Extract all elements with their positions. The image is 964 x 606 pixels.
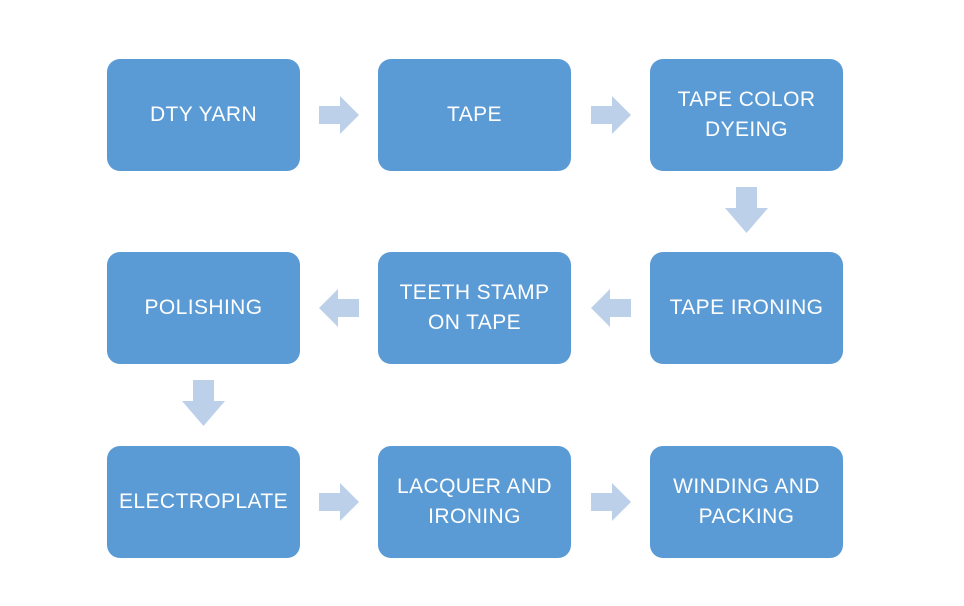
arrow-down-icon bbox=[725, 187, 768, 233]
node-lacquer-and-ironing: LACQUER AND IRONING bbox=[378, 446, 571, 558]
node-dty-yarn: DTY YARN bbox=[107, 59, 300, 171]
node-tape-ironing: TAPE IRONING bbox=[650, 252, 843, 364]
node-polishing: POLISHING bbox=[107, 252, 300, 364]
arrow-left-icon bbox=[319, 289, 359, 327]
node-electroplate: ELECTROPLATE bbox=[107, 446, 300, 558]
arrow-left-icon bbox=[591, 289, 631, 327]
node-tape: TAPE bbox=[378, 59, 571, 171]
arrow-down-icon bbox=[182, 380, 225, 426]
arrow-right-icon bbox=[591, 96, 631, 134]
arrow-right-icon bbox=[319, 96, 359, 134]
arrow-right-icon bbox=[319, 483, 359, 521]
arrow-right-icon bbox=[591, 483, 631, 521]
node-winding-and-packing: WINDING AND PACKING bbox=[650, 446, 843, 558]
node-tape-color-dyeing: TAPE COLOR DYEING bbox=[650, 59, 843, 171]
node-teeth-stamp-on-tape: TEETH STAMP ON TAPE bbox=[378, 252, 571, 364]
